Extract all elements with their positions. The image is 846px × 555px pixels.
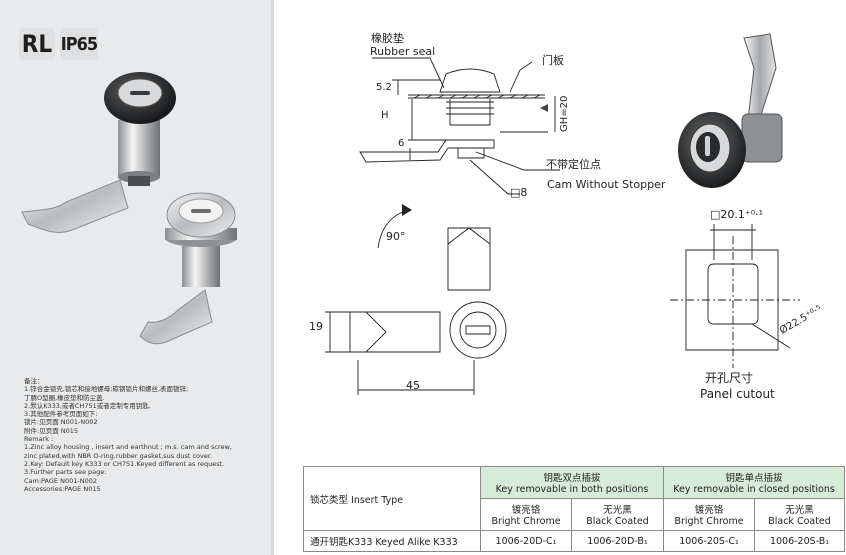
leader-stopper bbox=[475, 151, 560, 171]
both-positions-en: Key removable in both positions bbox=[495, 484, 649, 495]
door-panel-cn: 门板 bbox=[542, 53, 564, 67]
model-badge: RL bbox=[19, 28, 55, 60]
dim-20-1 bbox=[710, 224, 756, 260]
closed-positions-cn: 钥匙单点插拔 bbox=[725, 473, 783, 484]
ip-rating-badge: IP65 bbox=[60, 28, 98, 60]
note-line: 1.Zinc alloy housing , insert and earthn… bbox=[24, 443, 232, 452]
both-positions-cn: 钥匙双点插拔 bbox=[543, 473, 601, 484]
rotation-arrow-icon bbox=[402, 204, 412, 216]
panel-divider bbox=[271, 0, 274, 555]
code-cell: 1006-20S-C₁ bbox=[663, 530, 756, 552]
dim-52-label: 5.2 bbox=[376, 82, 392, 93]
panel-hatch bbox=[413, 94, 541, 99]
note-line: zinc plated,with NBR O-ring,rubber gaske… bbox=[24, 451, 212, 460]
cam-rotated bbox=[447, 227, 491, 291]
no-stopper-en: Cam Without Stopper bbox=[547, 178, 666, 191]
note-line: 附件:见页面 N015 bbox=[24, 426, 79, 435]
closed-positions-en: Key removable in closed positions bbox=[673, 484, 835, 495]
cam-plate-1 bbox=[21, 179, 129, 233]
lock-3d-illustration bbox=[678, 33, 783, 188]
dim-h bbox=[408, 99, 446, 141]
lock-head-side bbox=[439, 68, 501, 93]
cutout-square-label: □20.1⁺⁰·¹ bbox=[710, 208, 763, 221]
no-stopper-cn: 不带定位点 bbox=[546, 157, 601, 171]
product-panel: RL IP65 bbox=[0, 0, 271, 555]
lock-housing-side bbox=[446, 99, 494, 126]
note-line: 2.默认K333,或者CH751或者定制专用钥匙. bbox=[24, 401, 151, 410]
dim-6-label: 6 bbox=[398, 138, 404, 149]
insert-type-header: 锁芯类型 Insert Type bbox=[303, 466, 481, 531]
note-line: 1.锌合金锁壳,锁芯和接地螺母;碳钢锁片和螺丝,表面镀锌; bbox=[24, 385, 189, 394]
rotation-label: 90° bbox=[386, 230, 406, 243]
note-line: Cam:PAGE N001-N002 bbox=[24, 476, 97, 485]
dim-45 bbox=[357, 360, 475, 395]
code-cell: 1006-20S-B₁ bbox=[754, 530, 846, 552]
cutout-square bbox=[685, 249, 779, 351]
lock-body-1 bbox=[118, 120, 160, 178]
square-8-label: □8 bbox=[510, 186, 527, 199]
leader-seal bbox=[372, 57, 445, 89]
lock-face-outer bbox=[449, 301, 507, 359]
cam-side bbox=[359, 139, 495, 163]
cam-plate-2 bbox=[139, 289, 213, 345]
leader-square bbox=[469, 159, 520, 195]
note-line: Remark : bbox=[24, 435, 54, 444]
dim-dia bbox=[751, 323, 791, 349]
cutout-dia-label: Ø22.5⁺⁰·⁵ bbox=[778, 303, 824, 337]
remarks-notes: 备注： 1.锌合金锁壳,锁芯和接地螺母;碳钢锁片和螺丝,表面镀锌; 丁腈O型圈,… bbox=[24, 377, 264, 493]
note-line: 2.Key: Default key K333 or CH751.Keyed d… bbox=[24, 459, 225, 468]
note-line: Accessories:PAGE N015 bbox=[24, 484, 101, 493]
code-cell: 1006-20D-C₁ bbox=[480, 530, 572, 552]
dim-gh bbox=[500, 96, 556, 133]
cutout-centerline bbox=[670, 236, 800, 368]
rubber-seal-en: Rubber seal bbox=[370, 45, 435, 58]
code-cell: 1006-20D-B₁ bbox=[570, 530, 665, 552]
note-line: 3.Further parts see page: bbox=[24, 468, 107, 477]
note-line: 备注： bbox=[24, 377, 44, 385]
gh-marker-icon bbox=[540, 104, 548, 112]
row-label-keyed-alike: 通开钥匙K333 Keyed Alike K333 bbox=[303, 530, 481, 552]
rubber-seal-cn: 橡胶垫 bbox=[371, 31, 404, 45]
dim-h-label: H bbox=[381, 110, 389, 121]
product-photo bbox=[21, 72, 237, 345]
note-line: 3.其他配件参考页面如下: bbox=[24, 410, 98, 419]
note-line: 丁腈O型圈,橡皮垫和防尘盖. bbox=[24, 393, 105, 402]
dim-52 bbox=[392, 79, 440, 95]
leader-door bbox=[509, 61, 533, 93]
panel-cutout-cn: 开孔尺寸 bbox=[705, 371, 753, 385]
lock-face-inner bbox=[459, 311, 497, 349]
dim-45-label: 45 bbox=[406, 379, 420, 392]
dim-19 bbox=[325, 311, 350, 353]
key-slot bbox=[465, 325, 491, 335]
dim-19-label: 19 bbox=[309, 320, 323, 333]
cam-front bbox=[349, 311, 441, 353]
note-line: 锁片:见页面 N001-N002 bbox=[24, 418, 98, 427]
technical-drawing: 橡胶垫 Rubber seal 门板 5.2 H 6 GH=20 不带定位点 C… bbox=[309, 31, 824, 401]
dim-gh-label: GH=20 bbox=[559, 96, 570, 132]
panel-cutout-en: Panel cutout bbox=[700, 387, 775, 401]
screw-side bbox=[457, 148, 485, 159]
